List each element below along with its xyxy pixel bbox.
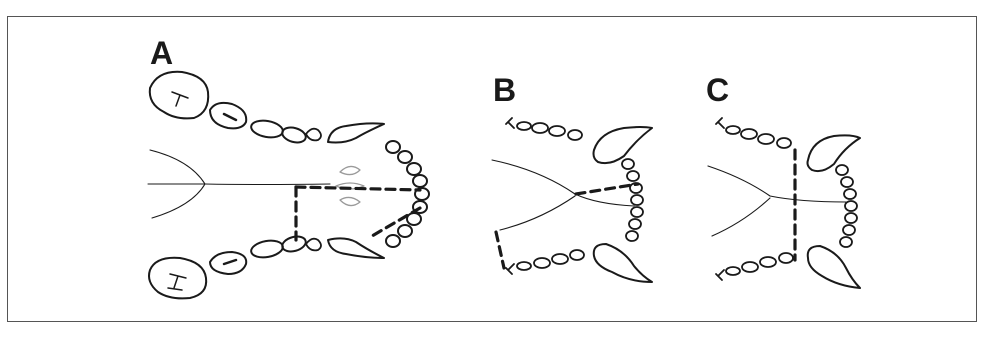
panel-a-lower-teeth	[149, 234, 384, 298]
panel-b-drawing	[492, 118, 652, 282]
panel-b-incisor-arc	[622, 159, 643, 241]
panel-b-lower-teeth	[506, 244, 652, 282]
panel-c-upper-teeth	[716, 118, 860, 171]
panel-a-incisor-arc	[386, 141, 429, 247]
panel-b-upper-teeth	[506, 118, 652, 163]
panel-a-palatine-marks	[336, 166, 364, 205]
panel-a-palate-lines	[148, 150, 330, 218]
panel-a-drawing	[148, 72, 429, 299]
panel-c-lower-teeth	[716, 246, 860, 288]
panel-b-palate-lines	[492, 160, 634, 230]
panel-c-drawing	[708, 118, 860, 288]
panel-a-upper-teeth	[150, 72, 384, 145]
panel-c-incisor-arc	[836, 165, 857, 247]
panel-a-cut-lines	[296, 187, 420, 240]
panel-c-palate-lines	[708, 166, 846, 236]
